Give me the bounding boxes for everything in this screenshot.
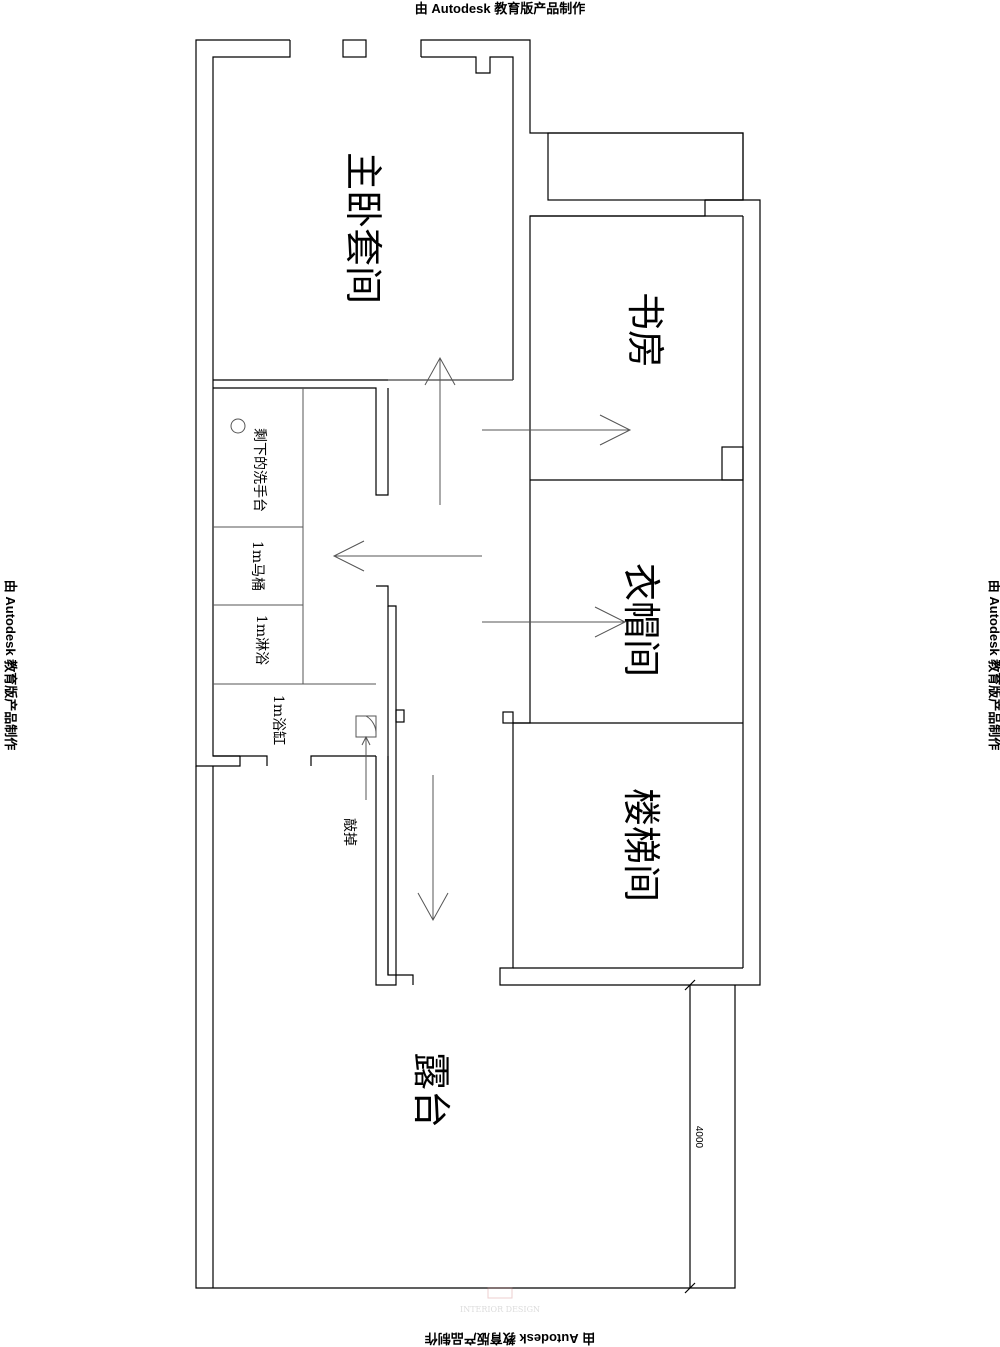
fixture-labels: 剩下的洗手台 1m马桶 1m淋浴 1m浴缸 敲掉 4000 <box>249 428 704 1149</box>
logo-text: INTERIOR DESIGN <box>460 1305 540 1314</box>
dimension-label: 4000 <box>693 1126 704 1149</box>
room-labels: 主卧套间 书房 衣帽间 楼梯间 露台 <box>341 152 667 1128</box>
watermark-right: 由 Autodesk 教育版产品制作 <box>987 580 1000 750</box>
room-wardrobe: 衣帽间 <box>619 563 663 677</box>
label-shower: 1m淋浴 <box>253 615 269 665</box>
room-study: 书房 <box>623 292 667 368</box>
watermark-top: 由 Autodesk 教育版产品制作 <box>415 1 585 16</box>
watermark-bottom: 由 Autodesk 教育版产品制作 <box>425 1331 595 1346</box>
walls <box>195 39 761 1294</box>
label-demolish: 敲掉 <box>341 818 358 846</box>
watermark-left: 由 Autodesk 教育版产品制作 <box>3 580 18 750</box>
room-stairwell: 楼梯间 <box>619 788 663 902</box>
label-basin: 剩下的洗手台 <box>251 428 267 512</box>
room-master-bedroom: 主卧套间 <box>341 152 385 304</box>
label-bathtub: 1m浴缸 <box>270 695 287 745</box>
room-terrace: 露台 <box>409 1052 453 1128</box>
circulation-arrows <box>332 356 632 922</box>
logo-watermark: INTERIOR DESIGN <box>460 1287 540 1314</box>
label-toilet: 1m马桶 <box>249 541 265 591</box>
